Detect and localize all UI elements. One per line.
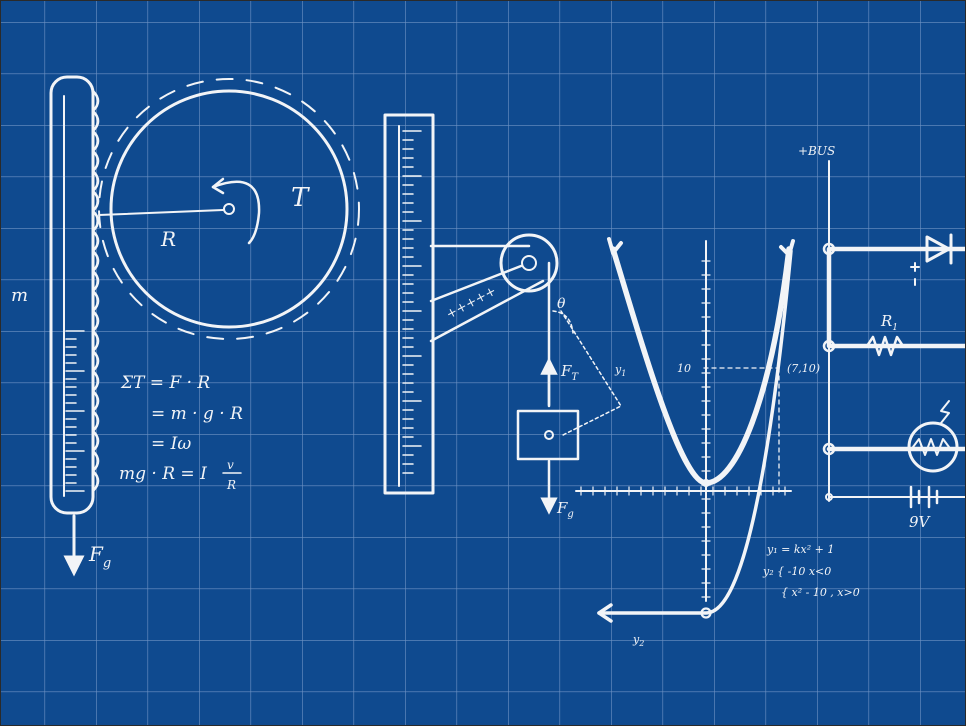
graph-equation-3: { x² - 10 , x>0 [781, 586, 860, 599]
tension-label: FT [560, 362, 579, 383]
torque-equation-4: mg · R = I [119, 464, 207, 484]
torque-equation-3: = Iω [151, 434, 191, 454]
graph-equation-2: y₂ { -10 x<0 [762, 565, 831, 578]
radius-label: R [160, 227, 176, 251]
diode-icon [910, 233, 953, 286]
pulley-icon [499, 233, 622, 515]
rack-teeth [91, 89, 100, 493]
battery-label: 9V [909, 513, 932, 531]
torque-equation-4-num: v [227, 458, 234, 472]
y2-label: y2 [632, 633, 644, 648]
gravity-force-label: Fg [88, 542, 111, 571]
torque-equation-4-den: R [226, 478, 236, 492]
torque-equation-1: ΣT = F · R [120, 373, 210, 393]
gear-icon [98, 78, 360, 340]
torque-equation-2: = m · g · R [151, 404, 243, 424]
parabola-graph [575, 237, 795, 623]
angle-theta: θ [557, 296, 566, 312]
point-label: (7,10) [787, 362, 820, 375]
circuit-diagram [822, 160, 965, 502]
ruler-icon [383, 113, 435, 495]
rack-ruler-icon [49, 75, 95, 515]
lamp-icon [907, 400, 959, 473]
resistor-label: R1 [880, 312, 898, 333]
battery-icon [909, 485, 939, 509]
tick-10-label: 10 [677, 362, 691, 375]
resistor-icon [865, 335, 905, 357]
torque-label: T [291, 183, 310, 213]
graph-equation-1: y₁ = kx² + 1 [766, 543, 834, 556]
pulley-gravity-label: Fg [556, 499, 574, 520]
bus-label: +BUS [798, 144, 835, 158]
mass-label: m [11, 285, 28, 306]
y1-label: y1 [614, 363, 626, 378]
